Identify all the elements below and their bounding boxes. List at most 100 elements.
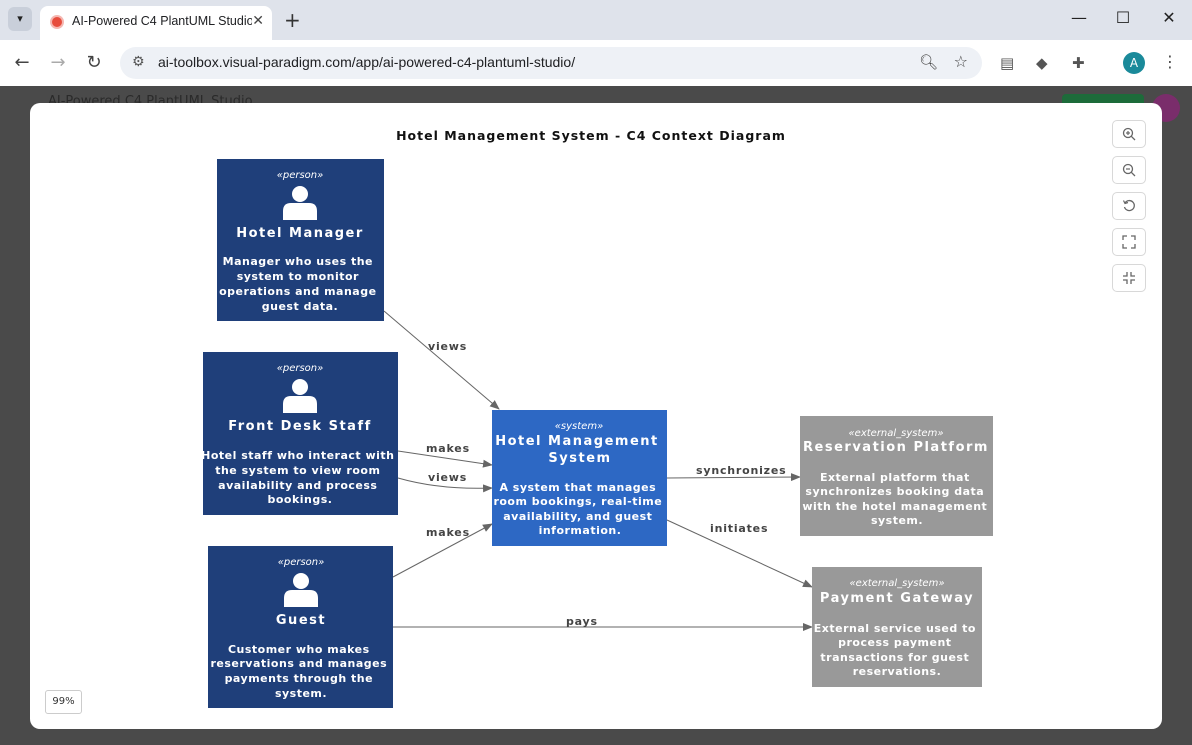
desc-line: Hotel staff who interact with xyxy=(201,449,394,462)
tab-search-button[interactable]: ▾ xyxy=(8,7,32,31)
edge-manager-views xyxy=(383,310,500,410)
desc-line: information. xyxy=(539,524,622,537)
zoom-in-icon xyxy=(1122,127,1136,140)
node-name: Payment Gateway xyxy=(820,591,974,606)
browser-tab[interactable]: AI-Powered C4 PlantUML Studio ✕ xyxy=(40,6,272,40)
forward-arrow-icon[interactable]: → xyxy=(50,52,66,73)
stereotype-label: «system» xyxy=(555,421,604,432)
desc-line: reservations and manages xyxy=(210,657,387,670)
svg-text:External platform that: External platform that synchronizes book… xyxy=(802,471,991,527)
label-hms-synchronizes: synchronizes xyxy=(696,464,787,477)
desc-line: operations and manage xyxy=(219,285,376,298)
window-minimize-button[interactable]: — xyxy=(1071,8,1087,27)
node-hotel-manager[interactable]: «person» Hotel Manager Manager who uses … xyxy=(217,159,384,321)
extension-shield-icon[interactable]: ◆ xyxy=(1036,54,1048,72)
rotate-reset-icon xyxy=(1122,199,1135,211)
reload-icon[interactable]: ↻ xyxy=(86,52,102,73)
address-url[interactable]: ai-toolbox.visual-paradigm.com/app/ai-po… xyxy=(158,54,576,70)
window-maximize-button[interactable]: ☐ xyxy=(1115,8,1131,27)
desc-line: Manager who uses the xyxy=(223,255,373,268)
tab-close-icon[interactable]: ✕ xyxy=(252,13,264,29)
stereotype-label: «person» xyxy=(277,170,324,181)
label-staff-makes: makes xyxy=(426,442,470,455)
zoom-out-icon xyxy=(1122,163,1136,176)
node-name: Front Desk Staff xyxy=(228,419,372,434)
zoom-magnifier-icon[interactable]: 🔍︎ xyxy=(918,53,938,71)
edge-hms-initiates xyxy=(666,519,813,588)
extension-file-icon[interactable]: ▤ xyxy=(1000,54,1015,72)
address-bar[interactable]: ⚙ ai-toolbox.visual-paradigm.com/app/ai-… xyxy=(120,47,982,79)
fit-view-button[interactable] xyxy=(1112,228,1146,256)
desc-line: synchronizes booking data xyxy=(805,485,984,498)
relations xyxy=(383,310,813,631)
c4-context-diagram: Hotel Management System - C4 Context Dia… xyxy=(201,128,993,708)
browser-toolbar: ← → ↻ ⚙ ai-toolbox.visual-paradigm.com/a… xyxy=(0,40,1192,87)
zoom-in-button[interactable] xyxy=(1112,120,1146,148)
svg-text:Hotel staff who interact with: Hotel staff who interact with the system… xyxy=(201,449,399,506)
desc-line: process payment xyxy=(838,636,951,649)
diagram-title: Hotel Management System - C4 Context Dia… xyxy=(396,128,786,143)
stereotype-label: «external_system» xyxy=(849,428,944,439)
tab-title: AI-Powered C4 PlantUML Studio xyxy=(72,14,252,28)
node-front-desk-staff[interactable]: «person» Front Desk Staff Hotel staff wh… xyxy=(201,352,399,515)
extensions-puzzle-icon[interactable]: ✚ xyxy=(1072,54,1085,72)
desc-line: External service used to xyxy=(814,622,976,635)
svg-text:Manager who uses the s: Manager who uses the system to monitor o… xyxy=(219,255,381,313)
reset-view-button[interactable] xyxy=(1112,192,1146,220)
zoom-level-indicator: 99% xyxy=(45,690,82,714)
site-info-icon[interactable]: ⚙ xyxy=(132,54,145,70)
shrink-view-button[interactable] xyxy=(1112,264,1146,292)
svg-text:External service used to: External service used to process payment… xyxy=(814,622,981,678)
edge-hms-synchronizes xyxy=(666,473,801,482)
site-favicon-icon xyxy=(50,15,64,29)
edge-guest-makes xyxy=(392,523,493,578)
browser-menu-icon[interactable]: ⋮ xyxy=(1162,52,1178,71)
desc-line: room bookings, real-time xyxy=(493,495,662,508)
node-name: Guest xyxy=(276,613,326,628)
desc-line: Customer who makes xyxy=(228,643,370,656)
svg-text:Hotel Management Syste: Hotel Management System xyxy=(495,434,665,466)
desc-line: A system that manages xyxy=(499,481,656,494)
desc-line: with the hotel management xyxy=(802,500,987,513)
back-arrow-icon[interactable]: ← xyxy=(14,52,30,73)
desc-line: availability and process xyxy=(218,479,377,492)
node-name: Hotel Management xyxy=(495,434,659,449)
node-hotel-management-system[interactable]: «system» Hotel Management System A syste… xyxy=(492,410,667,546)
stereotype-label: «person» xyxy=(277,363,324,374)
node-payment-gateway[interactable]: «external_system» Payment Gateway Extern… xyxy=(812,567,982,687)
profile-avatar[interactable]: A xyxy=(1123,52,1145,74)
desc-line: reservations. xyxy=(853,665,942,678)
edge-staff-makes xyxy=(397,450,493,468)
desc-line: availability, and guest xyxy=(503,510,652,523)
desc-line: system. xyxy=(871,514,923,527)
label-staff-views: views xyxy=(428,471,467,484)
desc-line: system. xyxy=(275,687,327,700)
node-name: Hotel Manager xyxy=(236,226,364,241)
bookmark-star-icon[interactable]: ☆ xyxy=(953,52,968,71)
desc-line: bookings. xyxy=(267,493,332,506)
browser-tab-strip: ▾ AI-Powered C4 PlantUML Studio ✕ + — ☐ … xyxy=(0,0,1192,40)
expand-icon xyxy=(1122,234,1136,249)
node-guest[interactable]: «person» Guest Customer who makes reserv… xyxy=(208,546,393,708)
stereotype-label: «person» xyxy=(278,557,325,568)
desc-line: payments through the xyxy=(225,672,374,685)
relation-labels: views makes views makes pays synchronize… xyxy=(426,340,787,628)
label-guest-makes: makes xyxy=(426,526,470,539)
desc-line: guest data. xyxy=(262,300,338,313)
compress-icon xyxy=(1123,271,1135,284)
zoom-out-button[interactable] xyxy=(1112,156,1146,184)
svg-text:Customer who makes res: Customer who makes reservations and mana… xyxy=(210,643,391,700)
node-name: System xyxy=(548,451,611,466)
node-name: Reservation Platform xyxy=(803,440,989,455)
desc-line: transactions for guest xyxy=(820,651,969,664)
node-reservation-platform[interactable]: «external_system» Reservation Platform E… xyxy=(800,416,993,536)
stereotype-label: «external_system» xyxy=(850,578,945,589)
diagram-canvas[interactable]: Hotel Management System - C4 Context Dia… xyxy=(197,119,998,713)
label-hms-initiates: initiates xyxy=(710,522,768,535)
desc-line: External platform that xyxy=(820,471,970,484)
desc-line: the system to view room xyxy=(215,464,380,477)
edge-staff-views xyxy=(397,477,493,493)
window-close-button[interactable]: ✕ xyxy=(1162,8,1176,27)
new-tab-button[interactable]: + xyxy=(284,8,301,32)
desc-line: system to monitor xyxy=(237,270,359,283)
